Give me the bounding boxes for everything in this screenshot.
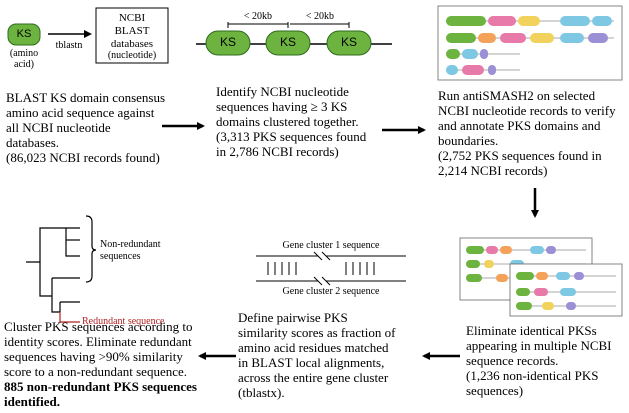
amino-acid-label: (amino acid) [9, 48, 39, 70]
tblastn-label: tblastn [55, 40, 83, 51]
ks-node-label: KS [16, 28, 32, 40]
step6-description: Cluster PKS sequences according to ident… [4, 319, 193, 379]
redundant-label: Redundant sequence [82, 316, 165, 327]
gap-label-1: < 20kb [243, 11, 273, 22]
identical-pks-panels [459, 237, 623, 317]
ks-node-label-1: KS [219, 35, 236, 49]
ks-node-label-2: KS [279, 35, 296, 49]
dendrogram [26, 215, 97, 313]
gap-label-2: < 20kb [305, 11, 335, 22]
database-label: NCBI BLAST databases [110, 12, 154, 50]
ks-domain-node-1 [205, 30, 251, 56]
gene-cluster-2-label: Gene cluster 2 sequence [282, 286, 380, 297]
step3-description: Run antiSMASH2 on selected NCBI nucleoti… [438, 88, 616, 178]
step6-result: 885 non-redundant PKS sequences identifi… [4, 379, 197, 409]
step1-description: BLAST KS domain consensus amino acid seq… [6, 90, 166, 165]
ks-domain-node-3 [326, 30, 372, 56]
blast-database-box [95, 7, 169, 64]
antismash-annotation-panel [437, 5, 623, 81]
gene-cluster-1-label: Gene cluster 1 sequence [282, 240, 380, 251]
step5-description: Define pairwise PKS similarity scores as… [238, 310, 396, 400]
redundant-branch [59, 312, 80, 323]
ks-domain-node-2 [265, 30, 311, 56]
step2-description: Identify NCBI nucleotide sequences havin… [216, 84, 367, 159]
ks-node-label-3: KS [340, 35, 357, 49]
nonredundant-label: Non-redundant sequences [100, 239, 161, 262]
nucleotide-label: (nucleotide) [107, 50, 157, 61]
ks-domain-node [7, 23, 41, 46]
step4-description: Eliminate identical PKSs appearing in mu… [466, 323, 612, 398]
gene-cluster-alignment [256, 251, 406, 286]
